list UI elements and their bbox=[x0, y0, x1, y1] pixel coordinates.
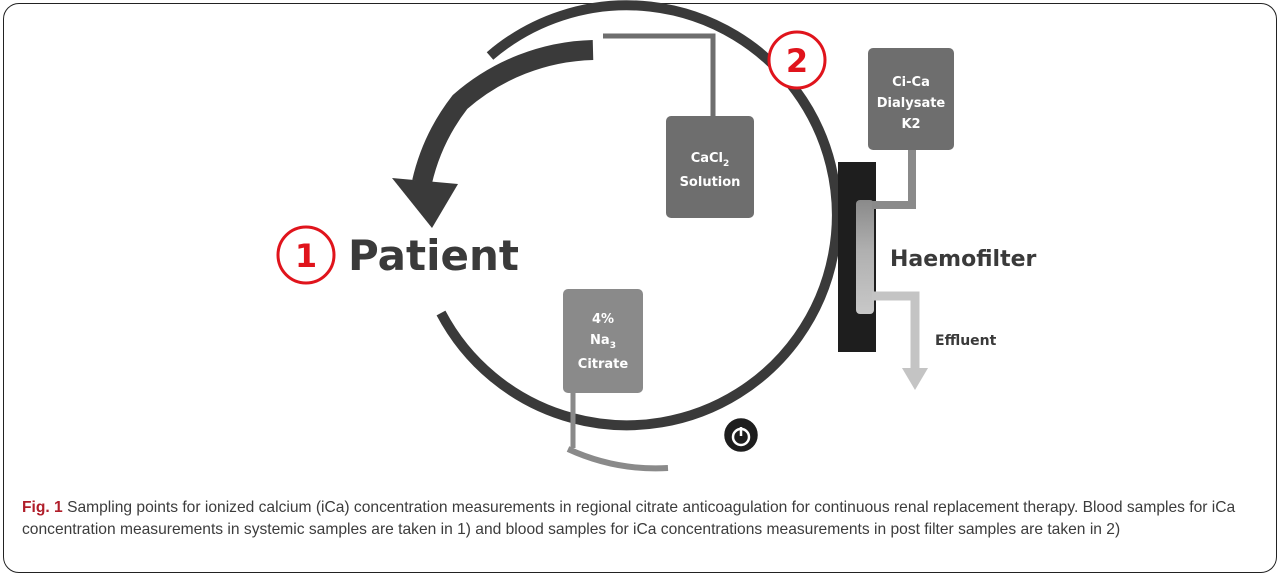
dialysate-box-line2: Dialysate bbox=[877, 96, 946, 111]
dialysate-box bbox=[868, 48, 954, 150]
cacl2-box-line2: Solution bbox=[680, 175, 741, 190]
sampling-point-2-label: 2 bbox=[786, 42, 808, 80]
haemofilter-core bbox=[856, 200, 874, 314]
figure-label: Fig. 1 bbox=[22, 499, 63, 516]
dialysate-box-line3: K2 bbox=[901, 117, 920, 132]
blood-circuit-line bbox=[436, 0, 842, 431]
effluent-arrowhead bbox=[902, 368, 928, 390]
sampling-point-1-label: 1 bbox=[295, 237, 317, 275]
citrate-box-line1: 4% bbox=[592, 312, 614, 327]
sampling-point-2-marker bbox=[767, 30, 827, 90]
cacl2-solution-box bbox=[666, 116, 754, 218]
figure-frame bbox=[3, 3, 1277, 573]
blood-pump-icon bbox=[721, 415, 761, 455]
circuit-diagram: CaCl2 Solution 4% Na3 Citrate Ci-Ca Dial… bbox=[276, 0, 1037, 472]
cacl2-feed-line bbox=[603, 33, 716, 116]
citrate-box-line3: Citrate bbox=[578, 357, 629, 372]
dialysate-box-line1: Ci-Ca bbox=[892, 75, 930, 90]
effluent-line bbox=[872, 291, 920, 370]
figure-caption: Fig. 1 Sampling points for ionized calci… bbox=[22, 497, 1267, 540]
effluent-label: Effluent bbox=[935, 333, 997, 349]
cacl2-box-line1: CaCl2 bbox=[691, 151, 730, 169]
haemofilter-label: Haemofilter bbox=[890, 247, 1037, 272]
patient-label: Patient bbox=[348, 231, 519, 280]
return-arrowhead bbox=[392, 178, 458, 228]
citrate-box bbox=[563, 289, 643, 393]
sampling-point-1-marker bbox=[276, 225, 336, 285]
return-arrow-shaft bbox=[412, 40, 594, 185]
citrate-box-line2: Na3 bbox=[590, 333, 616, 351]
dialysate-feed-line bbox=[872, 150, 916, 209]
caption-text: Sampling points for ionized calcium (iCa… bbox=[22, 499, 1236, 538]
citrate-infusion-segment bbox=[566, 446, 669, 472]
